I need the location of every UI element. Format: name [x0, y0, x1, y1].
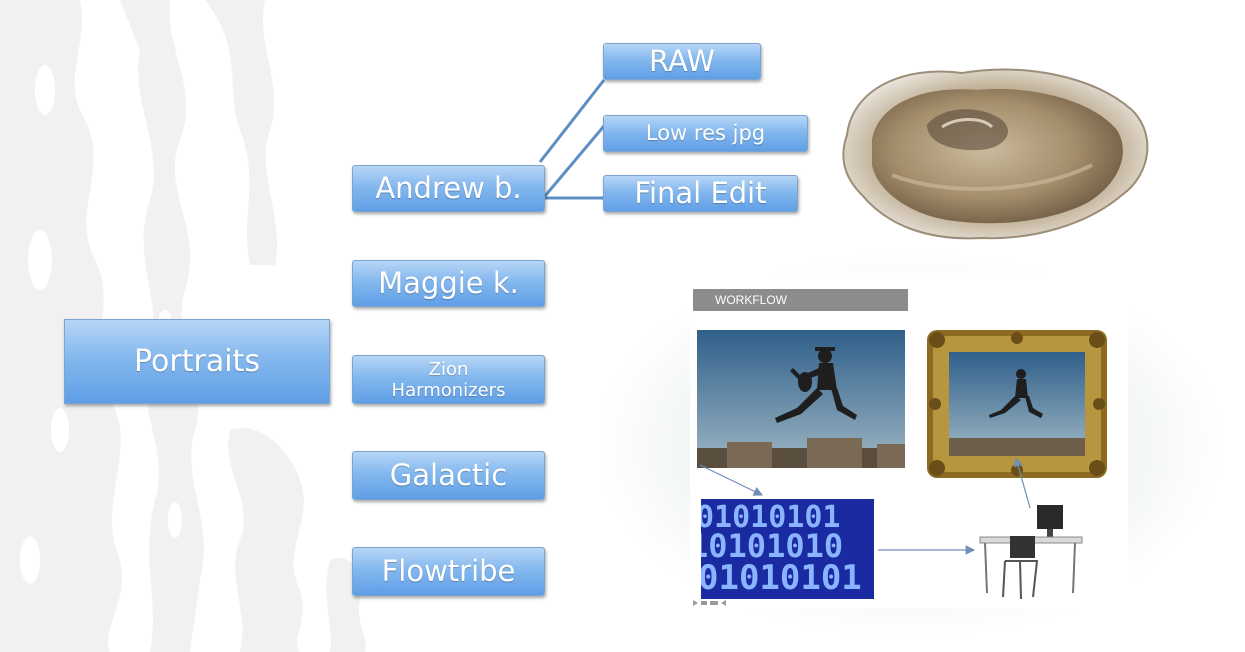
client-andrew-label: Andrew b.: [375, 171, 522, 206]
raw-label: RAW: [649, 44, 715, 79]
workflow-arrows: [699, 456, 1031, 555]
final-edit-box: Final Edit: [603, 175, 798, 212]
client-zion-label: Zion Harmonizers: [391, 358, 506, 401]
raw-box: RAW: [603, 43, 761, 80]
portraits-label: Portraits: [134, 343, 260, 379]
computer-desk-image: [979, 505, 1083, 600]
client-flowtribe-label: Flowtribe: [381, 554, 516, 589]
workflow-panel: WORKFLOW: [690, 273, 1128, 608]
svg-text:10101010: 10101010: [701, 527, 843, 565]
workflow-header: WORKFLOW: [693, 289, 908, 311]
client-zion-box: Zion Harmonizers: [352, 355, 545, 404]
client-zion-line-1: Zion: [428, 358, 469, 380]
svg-text:01010101: 01010101: [701, 500, 841, 535]
lowres-jpg-label: Low res jpg: [645, 121, 766, 146]
jumping-man-photo: [697, 330, 905, 468]
oyster-image: [842, 68, 1149, 240]
client-maggie-box: Maggie k.: [352, 260, 545, 307]
client-galactic-label: Galactic: [389, 458, 508, 493]
arrow-desk-to-frame: [1013, 456, 1031, 509]
client-flowtribe-box: Flowtribe: [352, 547, 545, 596]
client-andrew-box: Andrew b.: [352, 165, 545, 212]
final-edit-label: Final Edit: [634, 176, 767, 211]
slide-controls-icon[interactable]: [693, 598, 733, 608]
svg-text:01010101: 01010101: [701, 558, 862, 598]
framed-photo: [927, 330, 1107, 478]
connector-andrew-lowres: [543, 125, 606, 197]
lowres-jpg-box: Low res jpg: [603, 115, 808, 152]
client-maggie-label: Maggie k.: [378, 266, 519, 301]
binary-code-image: 01010101 10101010 01010101: [701, 499, 874, 599]
connector-andrew-raw: [538, 79, 606, 163]
client-zion-line-2: Harmonizers: [391, 379, 506, 401]
client-galactic-box: Galactic: [352, 451, 545, 500]
arrow-photo-to-binary: [699, 464, 764, 496]
portraits-box: Portraits: [64, 319, 330, 404]
